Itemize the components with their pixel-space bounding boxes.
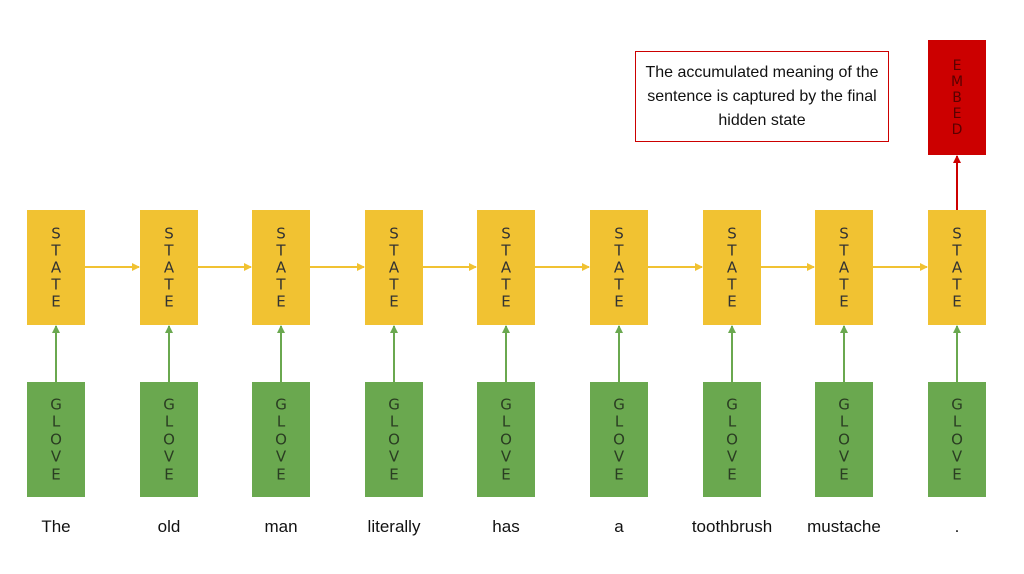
state-label: S T A T E	[500, 224, 512, 310]
state-label: S T A T E	[388, 224, 400, 310]
state-box: S T A T E	[140, 210, 198, 325]
glove-label: G L O V E	[163, 394, 175, 483]
glove-label: G L O V E	[500, 394, 512, 483]
glove-box: G L O V E	[27, 382, 85, 497]
callout-box: The accumulated meaning of the sentence …	[635, 51, 889, 142]
glove-label: G L O V E	[951, 394, 963, 483]
input-word: mustache	[807, 517, 881, 536]
embed-box: E M B E D	[928, 40, 986, 155]
state-label: S T A T E	[951, 224, 963, 310]
glove-box: G L O V E	[140, 382, 198, 497]
glove-box: G L O V E	[928, 382, 986, 497]
state-box: S T A T E	[815, 210, 873, 325]
glove-label: G L O V E	[388, 394, 400, 483]
glove-label: G L O V E	[838, 394, 850, 483]
state-box: S T A T E	[477, 210, 535, 325]
state-box: S T A T E	[590, 210, 648, 325]
input-word: literally	[367, 517, 421, 536]
glove-box: G L O V E	[477, 382, 535, 497]
glove-box: G L O V E	[590, 382, 648, 497]
state-label: S T A T E	[275, 224, 287, 310]
state-label: S T A T E	[613, 224, 625, 310]
input-word: a	[614, 517, 624, 536]
state-box: S T A T E	[928, 210, 986, 325]
glove-label: G L O V E	[726, 394, 738, 483]
state-box: S T A T E	[365, 210, 423, 325]
state-box: S T A T E	[252, 210, 310, 325]
glove-box: G L O V E	[252, 382, 310, 497]
input-word: The	[41, 517, 71, 536]
input-word: toothbrush	[691, 517, 773, 536]
input-word: man	[264, 517, 298, 536]
glove-box: G L O V E	[365, 382, 423, 497]
glove-label: G L O V E	[275, 394, 287, 483]
input-word: .	[954, 517, 960, 536]
glove-label: G L O V E	[50, 394, 62, 483]
state-label: S T A T E	[163, 224, 175, 310]
state-label: S T A T E	[726, 224, 738, 310]
embed-label: E M B E D	[950, 57, 964, 138]
state-box: S T A T E	[703, 210, 761, 325]
callout-text: The accumulated meaning of the sentence …	[645, 63, 879, 129]
glove-box: G L O V E	[815, 382, 873, 497]
input-word: has	[492, 517, 520, 536]
glove-label: G L O V E	[613, 394, 625, 483]
state-label: S T A T E	[50, 224, 62, 310]
input-word: old	[157, 517, 181, 536]
state-box: S T A T E	[27, 210, 85, 325]
glove-box: G L O V E	[703, 382, 761, 497]
state-label: S T A T E	[838, 224, 850, 310]
